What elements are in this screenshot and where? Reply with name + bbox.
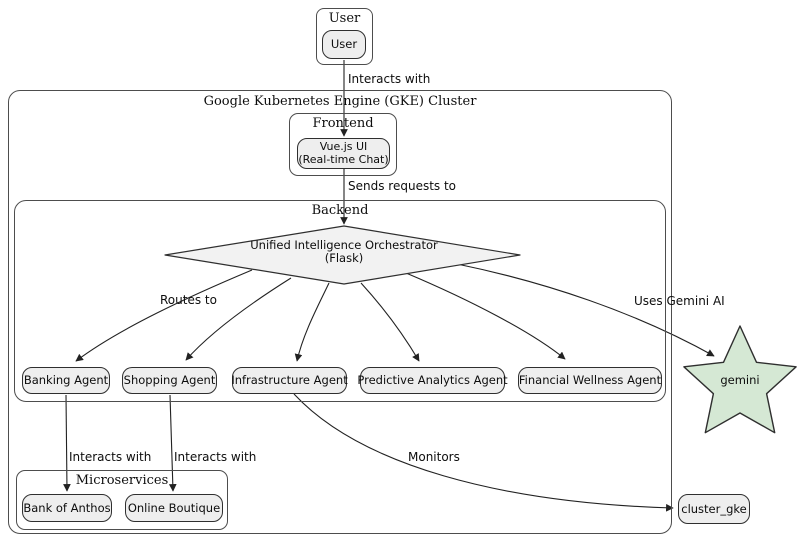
node-bank-of-anthos-label: Bank of Anthos (23, 500, 111, 515)
edge-label-sends-requests-to: Sends requests to (348, 179, 457, 193)
node-online-boutique: Online Boutique (125, 494, 223, 522)
node-infrastructure-agent: Infrastructure Agent (231, 367, 348, 394)
edge-label-interacts-with-banking: Interacts with (69, 450, 152, 464)
node-online-boutique-label: Online Boutique (127, 500, 221, 515)
node-vue-ui-line1: Vue.js UI (319, 140, 368, 153)
node-user: User (322, 30, 366, 59)
edge-label-routes-to: Routes to (160, 293, 217, 307)
node-vue-ui-line2: (Real-time Chat) (298, 152, 389, 166)
node-shopping-agent-label: Shopping Agent (123, 373, 216, 387)
node-cluster-gke-label: cluster_gke (681, 501, 747, 516)
node-infrastructure-agent-label: Infrastructure Agent (231, 373, 348, 387)
node-predictive-analytics-agent: Predictive Analytics Agent (357, 367, 508, 394)
node-banking-agent: Banking Agent (22, 367, 110, 394)
node-user-label: User (330, 37, 358, 51)
gemini-star-shape (683, 325, 797, 434)
edge-label-interacts-with-top: Interacts with (348, 72, 431, 86)
edge-shopping-to-boutique (168, 394, 177, 492)
cluster-microservices-label: Microservices (75, 473, 169, 488)
cluster-gke-label: Google Kubernetes Engine (GKE) Cluster (203, 94, 477, 109)
node-orchestrator-label: Unified Intelligence Orchestrator (Flask… (214, 239, 474, 265)
edge-orchestrator-to-financial (405, 272, 566, 360)
node-gemini-label: gemini (720, 373, 760, 387)
cluster-gke-boundary (8, 90, 672, 534)
cluster-user (316, 8, 373, 65)
node-vue-ui: Vue.js UI (Real-time Chat) (297, 138, 390, 169)
edge-label-interacts-with-shopping: Interacts with (174, 450, 257, 464)
node-bank-of-anthos: Bank of Anthos (22, 494, 112, 522)
cluster-microservices (16, 470, 228, 530)
node-predictive-analytics-agent-label: Predictive Analytics Agent (357, 373, 508, 387)
edge-orchestrator-to-infrastructure (294, 282, 330, 362)
cluster-user-label: User (328, 11, 361, 26)
edge-orchestrator-to-predictive (360, 282, 420, 362)
cluster-backend-label: Backend (311, 203, 369, 218)
node-orchestrator-line2: (Flask) (324, 251, 364, 265)
edge-orchestrator-to-gemini (456, 263, 715, 357)
edge-label-monitors: Monitors (408, 450, 460, 464)
edge-orchestrator-to-banking (75, 269, 253, 362)
node-financial-wellness-agent-label: Financial Wellness Agent (518, 373, 662, 387)
cluster-backend (14, 200, 666, 402)
node-banking-agent-label: Banking Agent (23, 373, 109, 387)
cluster-frontend-label: Frontend (312, 116, 374, 131)
edge-banking-to-anthos (63, 394, 71, 492)
node-financial-wellness-agent: Financial Wellness Agent (518, 367, 662, 394)
node-orchestrator-line1: Unified Intelligence Orchestrator (250, 238, 438, 252)
edge-orchestrator-to-shopping (185, 277, 292, 361)
cluster-frontend (289, 113, 397, 176)
orchestrator-diamond-shape (164, 225, 521, 285)
edge-infrastructure-to-clustergke (293, 393, 674, 512)
edge-label-uses-gemini-ai: Uses Gemini AI (634, 294, 725, 308)
node-cluster-gke: cluster_gke (678, 494, 750, 524)
node-shopping-agent: Shopping Agent (122, 367, 217, 394)
